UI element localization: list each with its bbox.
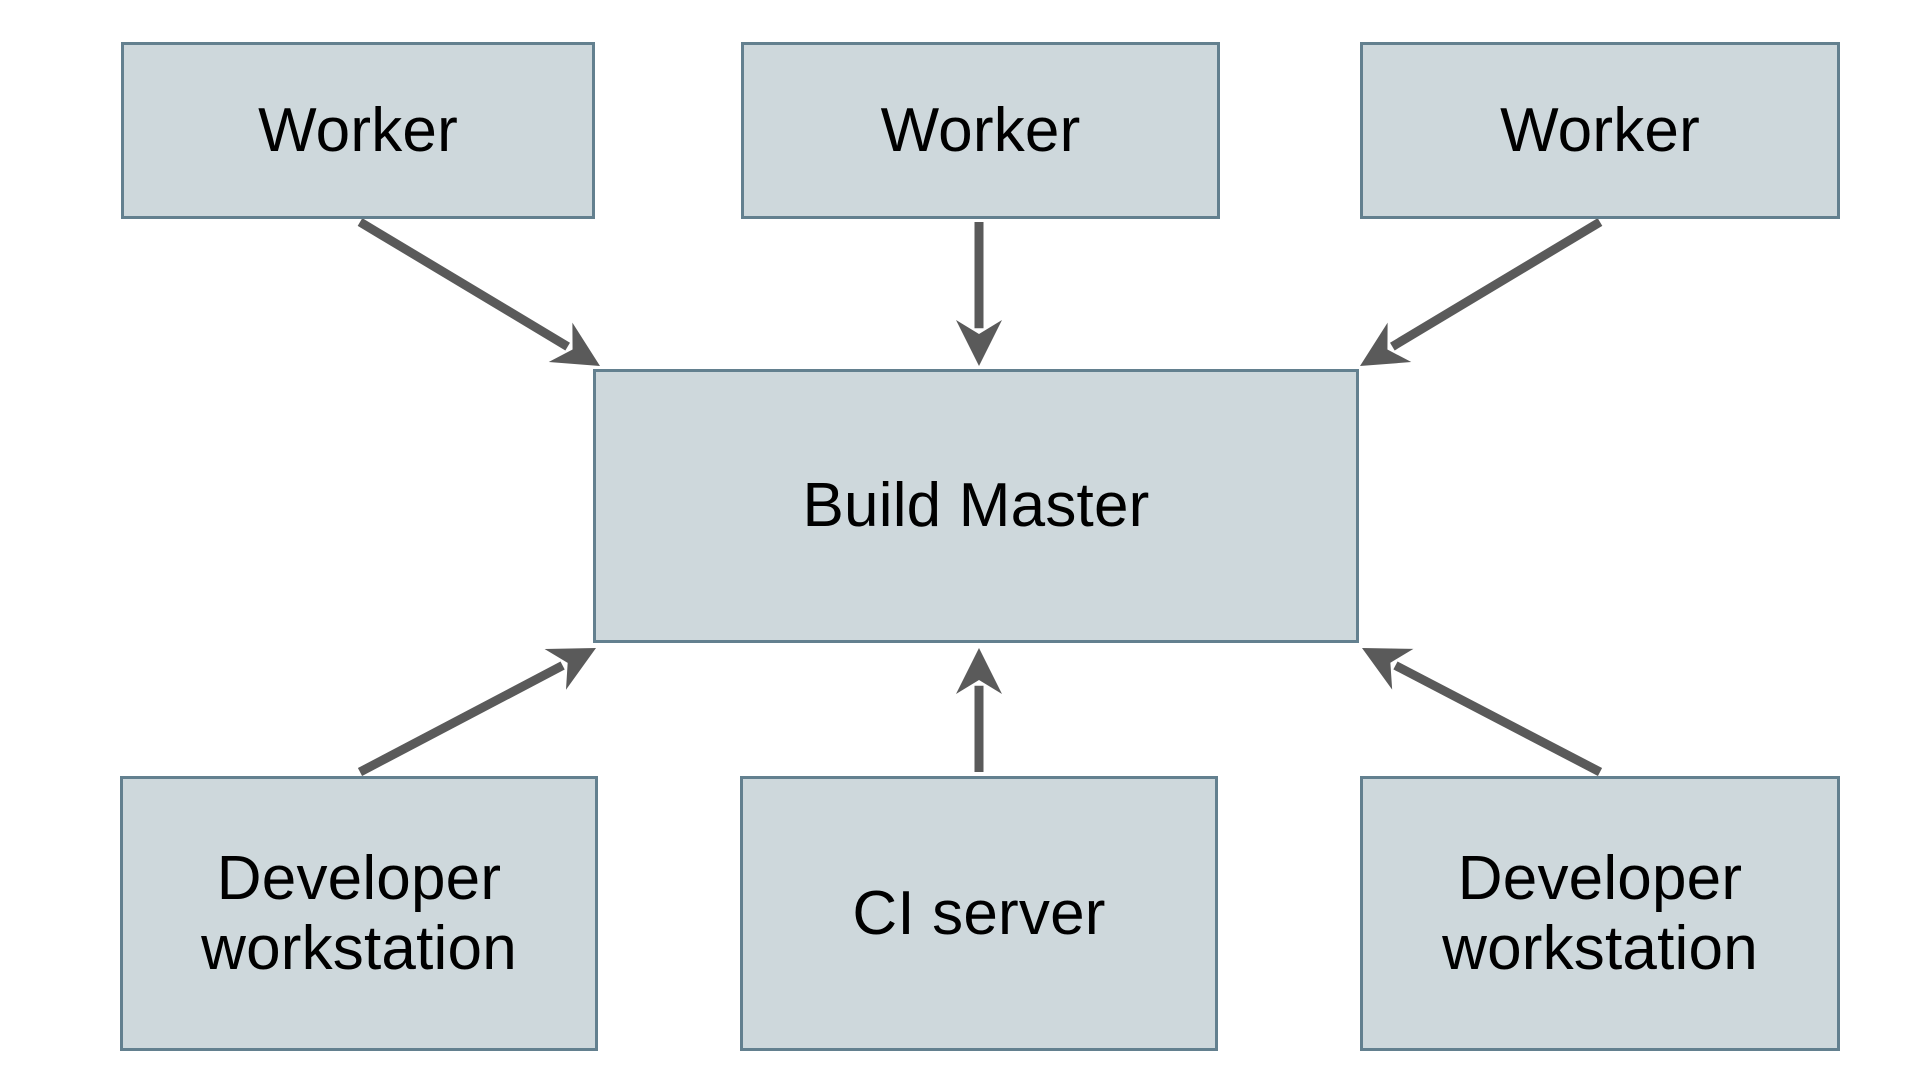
node-ci-server[interactable]: CI server: [740, 776, 1218, 1051]
edge-worker-1-to-build-master-shaft: [357, 218, 570, 351]
node-label-worker-2: Worker: [880, 95, 1081, 165]
edge-ci-server-to-build-master-arrowhead: [956, 648, 1002, 694]
edge-developer-workstation-right-to-build-master: [1362, 648, 1603, 776]
edge-worker-3-to-build-master-arrowhead: [1360, 322, 1412, 366]
node-build-master[interactable]: Build Master: [593, 369, 1359, 643]
edge-developer-workstation-left-to-build-master-shaft: [357, 661, 565, 776]
edge-developer-workstation-right-to-build-master-arrowhead: [1362, 648, 1414, 690]
node-label-worker-3: Worker: [1500, 95, 1700, 165]
node-label-build-master: Build Master: [802, 471, 1150, 541]
edge-worker-1-to-build-master: [357, 218, 600, 366]
node-label-worker-1: Worker: [258, 95, 458, 165]
node-label-developer-workstation-left: Developer workstation: [201, 844, 517, 983]
node-worker-1[interactable]: Worker: [121, 42, 595, 219]
node-label-ci-server: CI server: [852, 878, 1106, 948]
edge-ci-server-to-build-master: [956, 648, 1002, 772]
edge-worker-3-to-build-master-shaft: [1390, 218, 1603, 351]
node-label-developer-workstation-right: Developer workstation: [1442, 844, 1758, 983]
edge-developer-workstation-left-to-build-master: [357, 648, 596, 776]
edge-worker-1-to-build-master-arrowhead: [548, 322, 600, 366]
node-worker-3[interactable]: Worker: [1360, 42, 1840, 219]
edge-worker-3-to-build-master: [1360, 218, 1603, 366]
edge-developer-workstation-left-to-build-master-arrowhead: [544, 648, 596, 690]
edge-worker-2-to-build-master: [956, 222, 1002, 366]
edge-developer-workstation-right-to-build-master-shaft: [1393, 661, 1603, 776]
node-worker-2[interactable]: Worker: [741, 42, 1220, 219]
node-developer-workstation-right[interactable]: Developer workstation: [1360, 776, 1840, 1051]
edge-worker-2-to-build-master-arrowhead: [956, 320, 1002, 366]
node-developer-workstation-left[interactable]: Developer workstation: [120, 776, 598, 1051]
